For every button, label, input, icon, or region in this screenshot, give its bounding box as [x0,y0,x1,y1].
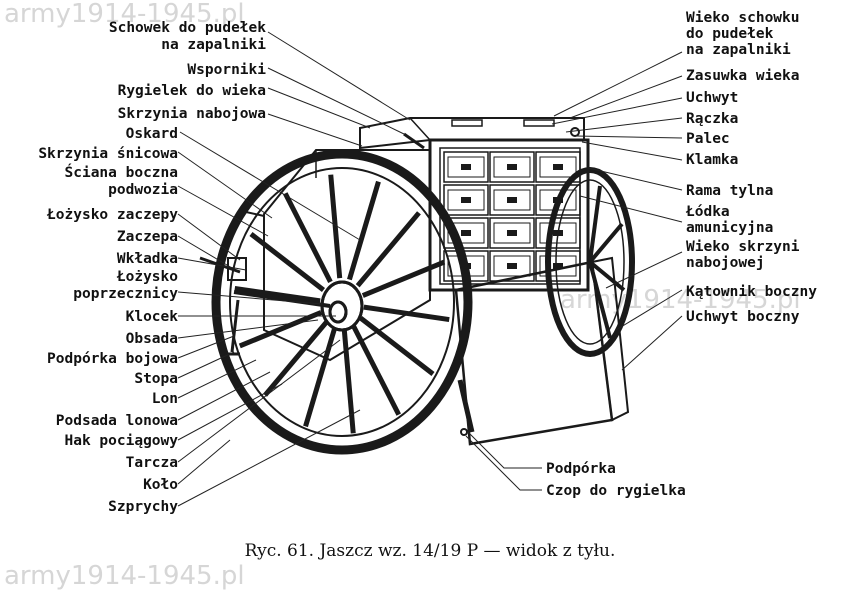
labels-bottom: Podpórka Czop do rygielka [546,461,686,499]
label-wsporniki: Wsporniki [187,62,266,78]
wheel-spoke [234,285,321,304]
ammo-tray [443,151,489,183]
watermark: army1914-1945.pl [4,0,245,29]
tray-handle [507,230,517,236]
tray-handle [553,230,563,236]
wheel-spoke [351,324,401,416]
leader-lines [177,31,683,507]
label-zaczepa: Zaczepa [117,229,178,245]
label-tarcza: Tarcza [126,455,178,471]
wheel-spoke [303,327,337,428]
ammo-tray-face [447,222,485,244]
label-palec: Palec [686,131,730,147]
tray-handle [553,197,563,203]
label-klocek: Klocek [126,309,179,325]
hub-cap [328,300,348,324]
label-hak-pociagowy: Hak pociągowy [65,433,179,449]
label-lon: Lon [152,391,178,407]
ammo-tray [535,151,581,183]
label-uchwyt: Uchwyt [686,90,738,106]
label-lozysko-zaczepy: Łożysko zaczepy [46,207,178,223]
label-katownik-boczny: Kątownik boczny [686,284,817,300]
tray-handle [507,164,517,170]
label-wkladka: Wkładka [117,251,178,267]
tray-handle [461,197,471,203]
wheel-spoke [363,304,450,323]
tray-handle [507,263,517,269]
label-szprychy: Szprychy [108,499,178,515]
figure-caption: Ryc. 61. Jaszcz wz. 14/19 P — widok z ty… [245,541,616,561]
label-kolo: Koło [143,477,178,493]
label-obsada: Obsada [126,331,178,347]
wheel-spoke [347,180,381,281]
tray-handle [507,197,517,203]
ammo-tray-face [539,189,577,211]
tray-handle [461,164,471,170]
tray-handle [461,230,471,236]
ammo-tray [443,184,489,216]
limber-drawing [199,117,635,455]
wheel [211,149,473,455]
wheel-spoke [328,174,343,279]
label-skrzynia-nabojowa: Skrzynia nabojowa [118,106,266,122]
label-czop-do-rygielka: Czop do rygielka [546,483,686,499]
label-oskard: Oskard [126,126,178,142]
top-compartment [359,117,585,150]
wheel-spoke [361,259,446,298]
wheel-spoke [263,320,329,397]
wheel-spoke [341,329,356,434]
label-stopa: Stopa [134,371,178,387]
label-skrzynia-snicowa: Skrzynia śnicowa [38,146,178,162]
ammo-tray-face [493,156,531,178]
label-podporka: Podpórka [546,461,616,477]
support-prop [457,379,475,436]
wheel-spoke [283,192,333,284]
tray-handle [553,263,563,269]
label-rygielek: Rygielek do wieka [118,83,266,99]
ammo-tray-face [447,156,485,178]
label-raczka: Rączka [686,111,738,127]
ammo-tray [489,184,535,216]
label-podsada-lonowa: Podsada lonowa [56,413,178,429]
ammo-tray-face [493,189,531,211]
ammo-tray-face [447,189,485,211]
label-klamka: Klamka [686,152,738,168]
wheel-spoke [355,211,421,288]
watermark: army1914-1945.pl [4,561,245,591]
wheel-spoke [359,316,435,376]
label-zasuwka-wieka: Zasuwka wieka [686,68,800,84]
label-podporka-bojowa: Podpórka bojowa [47,351,178,367]
ammo-tray-face [539,156,577,178]
ammo-tray [535,217,581,249]
ammo-tray [489,250,535,282]
ammo-tray-face [493,255,531,277]
ammo-tray-face [539,222,577,244]
ammo-tray [535,250,581,282]
label-uchwyt-boczny: Uchwyt boczny [686,309,800,325]
wheel-spoke [249,232,325,292]
ammo-tray [535,184,581,216]
tray-handle [553,164,563,170]
ammo-tray [489,151,535,183]
wheel-spoke [238,310,323,349]
label-rama-tylna: Rama tylna [686,183,773,199]
ammo-tray [443,217,489,249]
ammo-tray-face [493,222,531,244]
ammo-tray [489,217,535,249]
